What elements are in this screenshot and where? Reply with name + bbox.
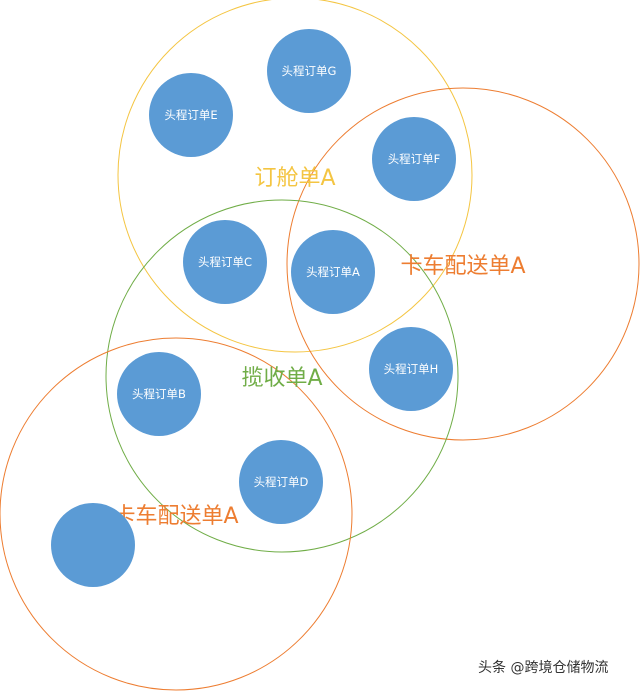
order-node-e-label: 头程订单E [164,108,217,122]
order-node-g: 头程订单G [267,29,351,113]
order-node-b: 头程订单B [117,352,201,436]
pickup-a-circle [105,199,459,553]
order-node-c-label: 头程订单C [198,255,252,269]
booking-a-circle [117,0,473,353]
order-node-h-label: 头程订单H [384,362,439,376]
order-node-a-label: 头程订单A [306,265,360,279]
order-node-d: 头程订单D [239,440,323,524]
order-node-g-label: 头程订单G [282,64,337,78]
order-node-f-label: 头程订单F [388,152,441,166]
order-node-b-label: 头程订单B [132,387,186,401]
truck-a-lower-label: 卡车配送单A [113,504,238,529]
truck-a-upper-circle [286,87,640,441]
pickup-a-label: 揽收单A [241,366,322,391]
order-node-h: 头程订单H [369,327,453,411]
order-node-e: 头程订单E [149,73,233,157]
order-node-d-label: 头程订单D [254,475,309,489]
order-node-unlabeled [51,503,135,587]
order-node-c: 头程订单C [183,220,267,304]
watermark: 头条 @跨境仓储物流 [478,660,609,676]
order-node-a: 头程订单A [291,230,375,314]
order-node-f: 头程订单F [372,117,456,201]
truck-a-lower-circle [0,337,353,691]
truck-a-upper-label: 卡车配送单A [400,254,525,279]
booking-a-label: 订舱单A [254,166,335,191]
